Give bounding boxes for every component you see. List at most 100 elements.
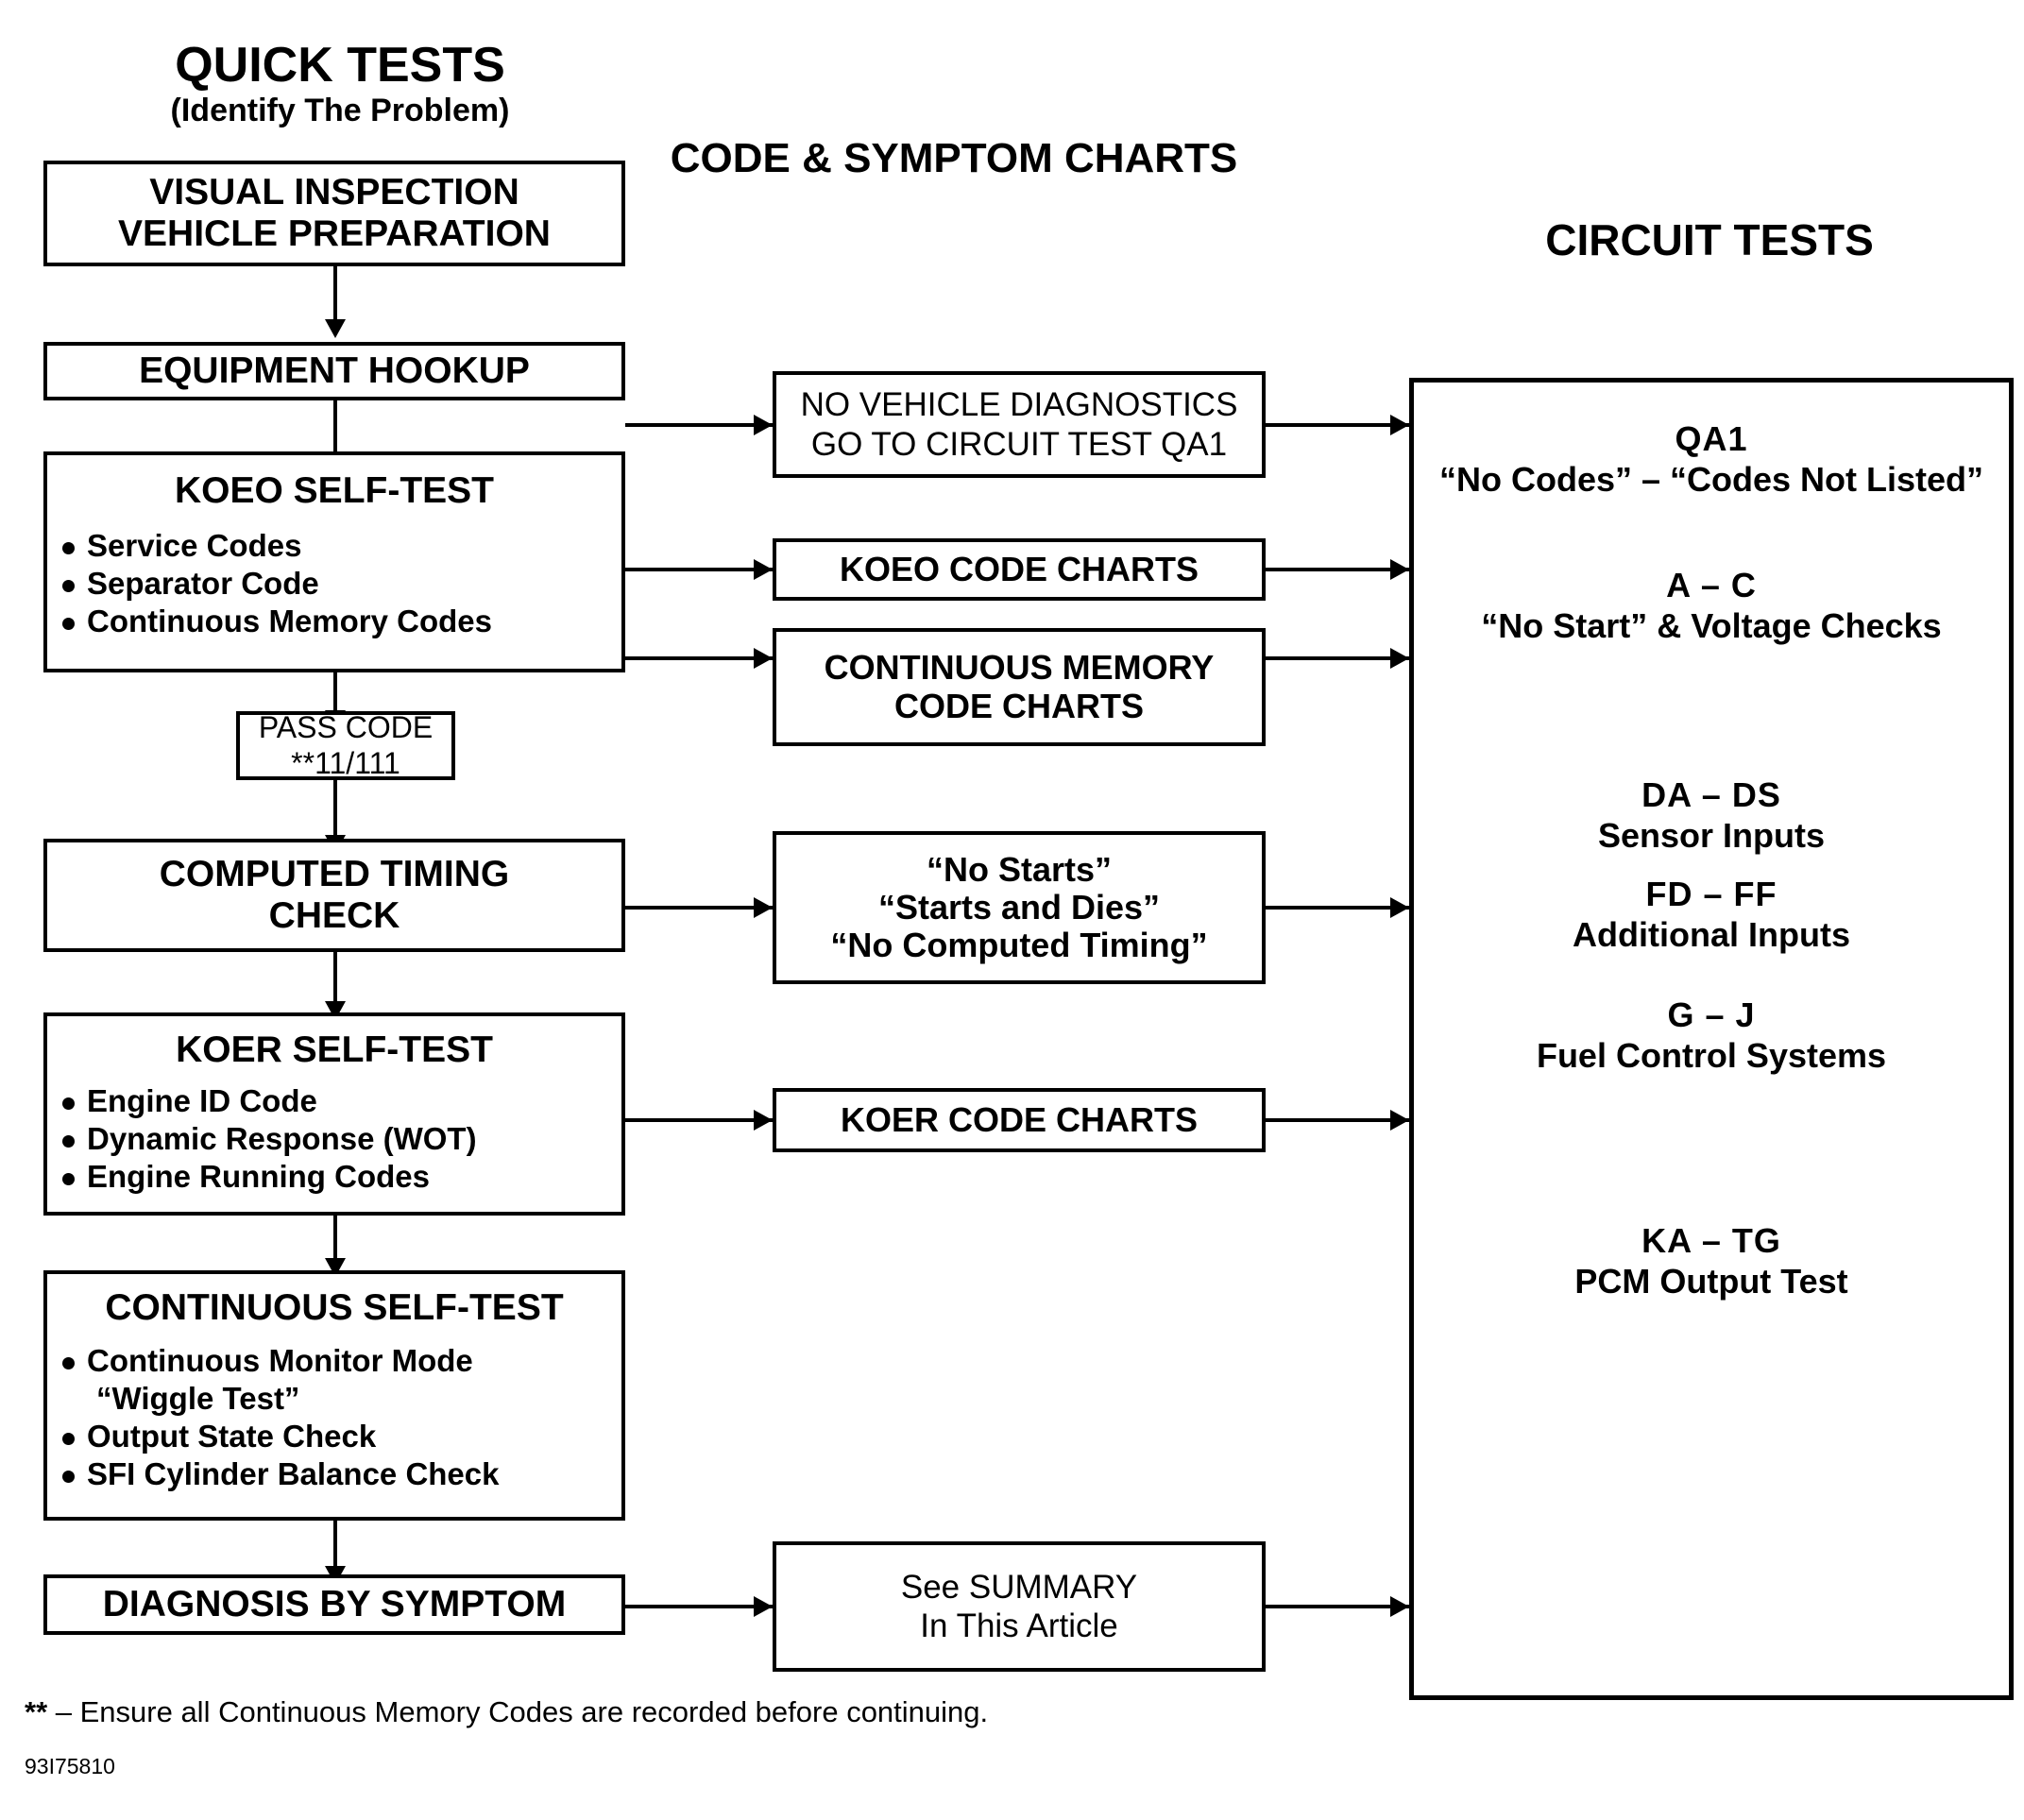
code-and-symptom-charts-title: CODE & SYMPTOM CHARTS bbox=[670, 135, 1238, 181]
see-summary-line1: See SUMMARY bbox=[900, 1568, 1138, 1606]
visual-inspection-line2: VEHICLE PREPARATION bbox=[118, 213, 551, 254]
koer-self-test-title: KOER SELF-TEST bbox=[176, 1029, 493, 1070]
connector-continuous-memory-code-charts-to-circuit-panel bbox=[1266, 656, 1409, 660]
circuit-test-desc-qa1: “No Codes” – “Codes Not Listed” bbox=[1438, 460, 1984, 500]
list-item: Dynamic Response (WOT) bbox=[47, 1120, 621, 1158]
visual-inspection-line1: VISUAL INSPECTION bbox=[149, 172, 519, 213]
circuit-test-entry-g-j[interactable]: G – J Fuel Control Systems bbox=[1414, 995, 2009, 1076]
list-item: Separator Code bbox=[47, 565, 621, 603]
list-item: Engine ID Code bbox=[47, 1082, 621, 1120]
circuit-test-desc-g-j: Fuel Control Systems bbox=[1536, 1036, 1887, 1076]
pass-code-line2: **11/111 bbox=[291, 745, 400, 780]
koeo-code-charts-label: KOEO CODE CHARTS bbox=[839, 549, 1199, 588]
footnote-stars: ** bbox=[25, 1695, 48, 1728]
footnote: ** – Ensure all Continuous Memory Codes … bbox=[25, 1695, 988, 1729]
koeo-bullet-1: Service Codes bbox=[87, 527, 302, 563]
circuit-test-code-g-j: G – J bbox=[1667, 995, 1756, 1034]
circuit-tests-panel[interactable]: QA1 “No Codes” – “Codes Not Listed” A – … bbox=[1409, 378, 2014, 1700]
pass-code-line1: PASS CODE bbox=[258, 709, 434, 744]
circuit-test-entry-a-c[interactable]: A – C “No Start” & Voltage Checks bbox=[1414, 565, 2009, 646]
connector-diagnosis-to-see-summary bbox=[625, 1605, 773, 1608]
connector-timing-to-no-starts bbox=[625, 906, 773, 910]
continuous-memory-code-charts-line2: CODE CHARTS bbox=[893, 686, 1144, 725]
arrowhead-koer-to-koer-code-charts bbox=[754, 1110, 773, 1131]
box-pass-code[interactable]: PASS CODE **11/111 bbox=[236, 709, 455, 780]
koeo-self-test-title: KOEO SELF-TEST bbox=[174, 470, 494, 511]
connector-visual-to-equipment bbox=[333, 266, 337, 325]
box-koeo-self-test[interactable]: KOEO SELF-TEST Service Codes Separator C… bbox=[43, 451, 625, 672]
box-koer-code-charts[interactable]: KOER CODE CHARTS bbox=[773, 1088, 1266, 1152]
list-item: Output State Check bbox=[47, 1418, 621, 1455]
circuit-test-entry-fd-ff[interactable]: FD – FF Additional Inputs bbox=[1414, 874, 2009, 955]
box-koeo-code-charts[interactable]: KOEO CODE CHARTS bbox=[773, 538, 1266, 601]
circuit-test-entry-qa1[interactable]: QA1 “No Codes” – “Codes Not Listed” bbox=[1414, 418, 2009, 500]
circuit-test-desc-fd-ff: Additional Inputs bbox=[1573, 915, 1850, 955]
circuit-test-entry-ka-tg[interactable]: KA – TG PCM Output Test bbox=[1414, 1220, 2009, 1301]
connector-timing-to-koer bbox=[333, 952, 337, 1011]
arrowhead-koeo-to-continuous-memory-code-charts bbox=[754, 648, 773, 669]
circuit-test-code-a-c: A – C bbox=[1666, 566, 1757, 604]
equipment-hookup-label: EQUIPMENT HOOKUP bbox=[139, 350, 530, 392]
arrowhead-no-starts-to-circuit-panel bbox=[1390, 897, 1409, 918]
koer-bullet-2: Dynamic Response (WOT) bbox=[87, 1120, 477, 1156]
box-computed-timing-check[interactable]: COMPUTED TIMING CHECK bbox=[43, 839, 625, 952]
list-item: SFI Cylinder Balance Check bbox=[47, 1455, 621, 1493]
arrowhead-koeo-to-koeo-code-charts bbox=[754, 559, 773, 580]
connector-koeo-code-charts-to-circuit-panel bbox=[1266, 568, 1409, 571]
circuit-test-entry-da-ds[interactable]: DA – DS Sensor Inputs bbox=[1414, 774, 2009, 856]
connector-koer-to-koer-code-charts bbox=[625, 1118, 773, 1122]
connector-continuous-to-diagnosis bbox=[333, 1521, 337, 1575]
continuous-bullet-1: Continuous Monitor Mode bbox=[87, 1342, 473, 1378]
circuit-test-code-qa1: QA1 bbox=[1675, 419, 1748, 458]
connector-no-starts-to-circuit-panel bbox=[1266, 906, 1409, 910]
quick-tests-subtitle: (Identify The Problem) bbox=[170, 93, 510, 128]
no-vehicle-diagnostics-line1: NO VEHICLE DIAGNOSTICS bbox=[800, 386, 1238, 424]
arrowhead-koer-code-charts-to-circuit-panel bbox=[1390, 1110, 1409, 1131]
koeo-bullet-2: Separator Code bbox=[87, 565, 319, 601]
box-equipment-hookup[interactable]: EQUIPMENT HOOKUP bbox=[43, 342, 625, 400]
diagnosis-by-symptom-label: DIAGNOSIS BY SYMPTOM bbox=[102, 1584, 567, 1625]
koeo-bullet-3: Continuous Memory Codes bbox=[87, 604, 493, 639]
box-continuous-self-test[interactable]: CONTINUOUS SELF-TEST Continuous Monitor … bbox=[43, 1270, 625, 1521]
box-no-starts[interactable]: “No Starts” “Starts and Dies” “No Comput… bbox=[773, 831, 1266, 984]
figure-id: 93I75810 bbox=[25, 1754, 115, 1778]
connector-koeo-to-passcode bbox=[333, 672, 337, 718]
list-item: Continuous Monitor Mode “Wiggle Test” bbox=[47, 1342, 621, 1419]
connector-see-summary-to-circuit-panel bbox=[1266, 1605, 1409, 1608]
circuit-test-code-ka-tg: KA – TG bbox=[1641, 1221, 1781, 1260]
connector-koeo-to-continuous-memory-code-charts bbox=[625, 656, 773, 660]
box-see-summary[interactable]: See SUMMARY In This Article bbox=[773, 1541, 1266, 1672]
connector-koeo-to-no-vehicle-diagnostics bbox=[625, 423, 773, 427]
list-item: Continuous Memory Codes bbox=[47, 603, 621, 640]
arrowhead-koeo-to-no-vehicle-diagnostics bbox=[754, 415, 773, 435]
box-diagnosis-by-symptom[interactable]: DIAGNOSIS BY SYMPTOM bbox=[43, 1574, 625, 1635]
koer-self-test-bullets: Engine ID Code Dynamic Response (WOT) En… bbox=[47, 1082, 621, 1197]
connector-koeo-to-koeo-code-charts bbox=[625, 568, 773, 571]
arrowhead-continuous-memory-code-charts-to-circuit-panel bbox=[1390, 648, 1409, 669]
see-summary-line2: In This Article bbox=[920, 1607, 1118, 1644]
arrowhead-see-summary-to-circuit-panel bbox=[1390, 1596, 1409, 1617]
arrowhead-diagnosis-to-see-summary bbox=[754, 1596, 773, 1617]
connector-koer-code-charts-to-circuit-panel bbox=[1266, 1118, 1409, 1122]
koer-code-charts-label: KOER CODE CHARTS bbox=[840, 1099, 1199, 1139]
no-vehicle-diagnostics-line2: GO TO CIRCUIT TEST QA1 bbox=[810, 425, 1228, 463]
continuous-bullet-1-continuation: “Wiggle Test” bbox=[96, 1380, 300, 1416]
continuous-self-test-bullets: Continuous Monitor Mode “Wiggle Test” Ou… bbox=[47, 1342, 621, 1494]
box-no-vehicle-diagnostics[interactable]: NO VEHICLE DIAGNOSTICS GO TO CIRCUIT TES… bbox=[773, 371, 1266, 478]
circuit-test-desc-a-c: “No Start” & Voltage Checks bbox=[1481, 606, 1942, 646]
circuit-tests-title: CIRCUIT TESTS bbox=[1545, 215, 1874, 264]
continuous-memory-code-charts-line1: CONTINUOUS MEMORY bbox=[824, 648, 1215, 688]
box-visual-inspection[interactable]: VISUAL INSPECTION VEHICLE PREPARATION bbox=[43, 161, 625, 266]
box-koer-self-test[interactable]: KOER SELF-TEST Engine ID Code Dynamic Re… bbox=[43, 1012, 625, 1216]
koer-bullet-3: Engine Running Codes bbox=[87, 1159, 430, 1195]
circuit-test-code-da-ds: DA – DS bbox=[1641, 775, 1781, 814]
no-starts-line3: “No Computed Timing” bbox=[830, 926, 1208, 965]
connector-no-vehicle-diagnostics-to-circuit-panel bbox=[1266, 423, 1409, 427]
connector-equipment-to-koeo bbox=[333, 400, 337, 459]
box-continuous-memory-code-charts[interactable]: CONTINUOUS MEMORY CODE CHARTS bbox=[773, 628, 1266, 746]
footnote-text: – Ensure all Continuous Memory Codes are… bbox=[47, 1695, 989, 1728]
koer-bullet-1: Engine ID Code bbox=[87, 1082, 317, 1118]
list-item: Engine Running Codes bbox=[47, 1158, 621, 1196]
continuous-self-test-title: CONTINUOUS SELF-TEST bbox=[105, 1287, 564, 1328]
arrowhead-visual-to-equipment bbox=[325, 319, 346, 338]
